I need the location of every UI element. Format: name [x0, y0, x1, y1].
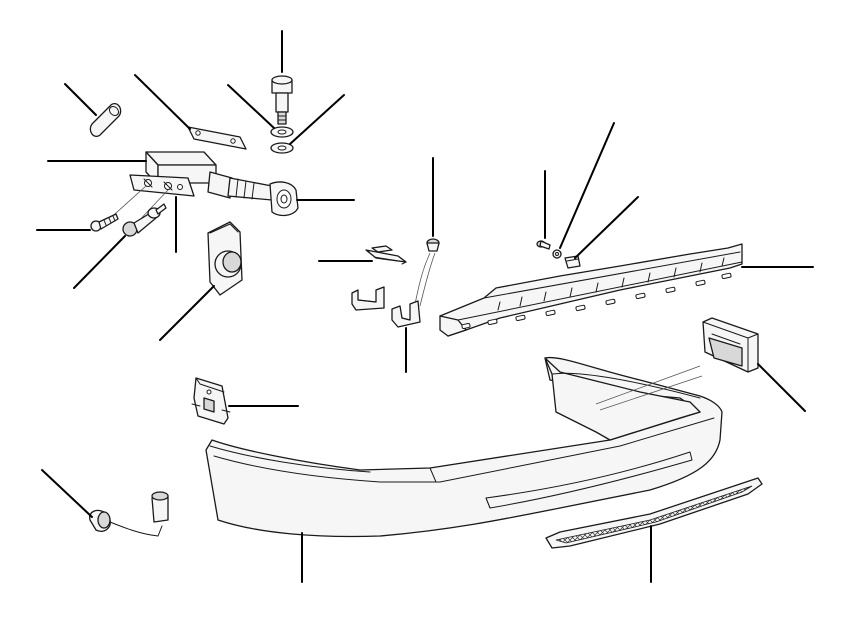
small-screw-part	[90, 213, 119, 232]
leader-clip-nut	[574, 196, 639, 259]
leader-washer-lower	[289, 94, 345, 145]
end-bracket-part	[702, 317, 759, 373]
beam-slots	[461, 272, 732, 330]
energy-absorber-strut-part	[207, 171, 299, 217]
shim-plate-part	[187, 126, 247, 150]
snap-fastener-part	[426, 238, 440, 252]
bumper-cover-part	[205, 356, 723, 538]
mounting-pad-part	[207, 221, 243, 296]
sensor-connector-part	[89, 491, 169, 537]
washer-upper-part	[270, 126, 294, 138]
clip-nut-part	[564, 255, 581, 269]
spring-clip-part	[365, 245, 407, 265]
leader-pin	[64, 83, 97, 116]
reinforcement-beam-part	[439, 243, 743, 337]
wire-clip-bracket-part	[351, 286, 385, 311]
washer-right-part	[552, 249, 562, 259]
stud-bolt-part	[122, 203, 167, 237]
washer-lower-part	[270, 142, 294, 154]
pin-part	[89, 103, 122, 137]
leader-washer-right	[559, 122, 615, 249]
leader-sensor-connector	[41, 469, 93, 518]
leader-mounting-pad	[159, 285, 215, 341]
leader-shim-plate	[134, 74, 191, 130]
leader-washer-upper	[227, 84, 275, 129]
bolt-right-part	[536, 240, 551, 250]
leader-stud-bolt	[73, 235, 126, 289]
fastener-guide-line	[413, 252, 436, 309]
leader-end-bracket	[757, 363, 806, 412]
u-bracket-part	[391, 300, 421, 328]
hinge-bracket-part	[129, 151, 217, 197]
grille-insert-part	[545, 477, 763, 549]
shoulder-bolt-part	[271, 75, 293, 125]
side-bracket-part	[191, 377, 231, 425]
